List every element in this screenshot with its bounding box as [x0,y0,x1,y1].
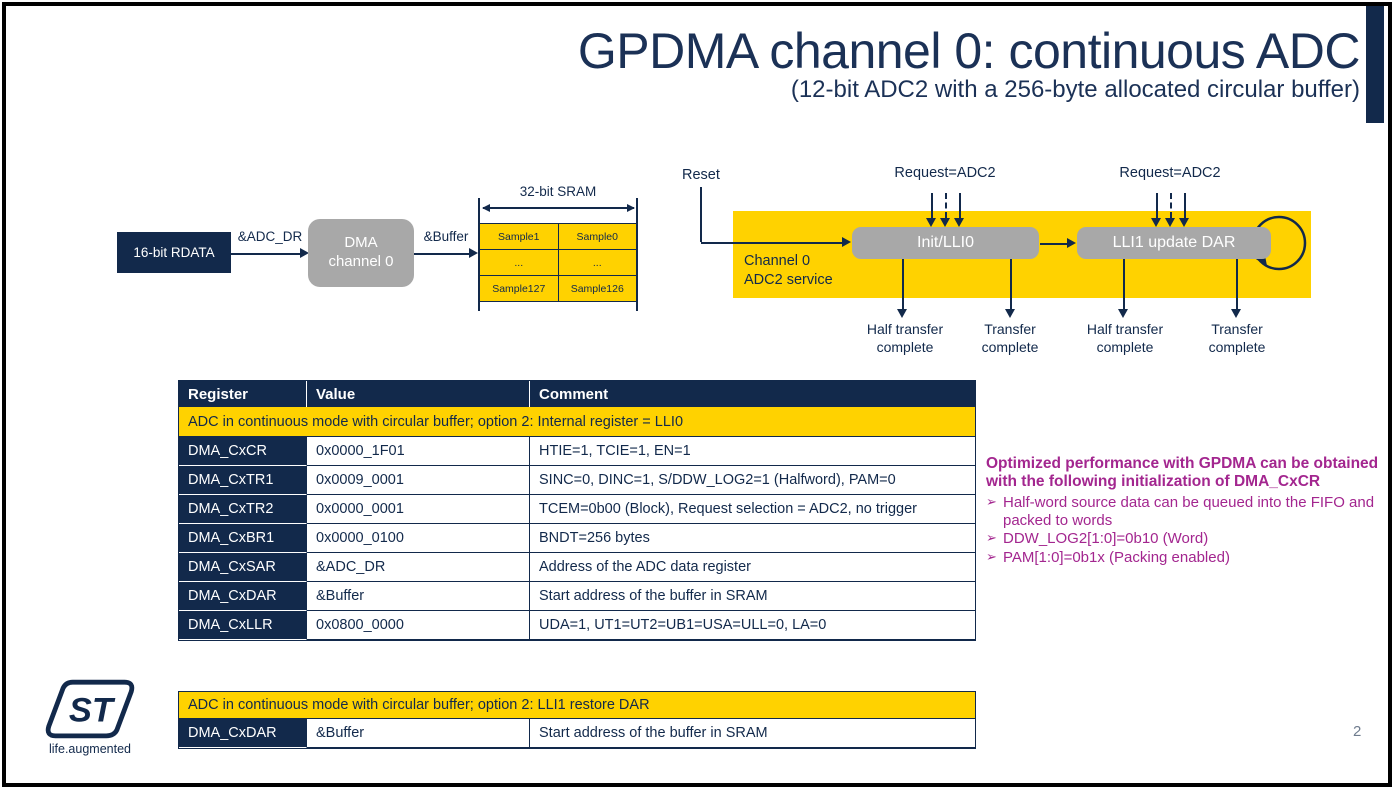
register-value-cell: 0x0000_0100 [307,524,530,553]
register-name-cell: DMA_CxBR1 [179,524,307,553]
note-bullet: Half-word source data can be queued into… [986,494,1384,529]
restore-dar-table: ADC in continuous mode with circular buf… [178,691,976,749]
register-name-cell: DMA_CxDAR [179,582,307,611]
sram-cell: Sample127 [480,276,558,301]
sram-cell: Sample126 [558,276,636,301]
state-lli1-update-dar: LLI1 update DAR [1077,227,1271,259]
sram-width-arrow [482,204,635,212]
buffer-arrow [414,248,478,259]
register-value-cell: &Buffer [307,719,530,748]
register-comment-cell: UDA=1, UT1=UT2=UB1=USA=ULL=0, LA=0 [530,611,975,640]
slide-title: GPDMA channel 0: continuous ADC [577,23,1361,79]
register-name-cell: DMA_CxDAR [179,719,307,748]
register-name-cell: DMA_CxCR [179,437,307,466]
output-arrow [1118,259,1129,318]
sram-right-rail [636,198,638,311]
register-value-cell: &Buffer [307,582,530,611]
rdata-source-box: 16-bit RDATA [117,232,231,273]
output-label: Transfer complete [981,321,1039,355]
slide-subtitle: (12-bit ADC2 with a 256-byte allocated c… [790,76,1360,103]
output-label: Transfer complete [1208,321,1266,355]
register-table-header: Comment [530,381,975,407]
register-value-cell: 0x0000_0001 [307,495,530,524]
request-adc2-label-2: Request=ADC2 [1119,165,1221,181]
note-bullet-list: Half-word source data can be queued into… [986,494,1384,566]
restore-table-banner: ADC in continuous mode with circular buf… [179,692,975,719]
register-table-header: Value [307,381,530,407]
register-value-cell: 0x0800_0000 [307,611,530,640]
dma-channel-box: DMA channel 0 [308,219,414,287]
sram-title: 32-bit SRAM [519,184,597,199]
register-value-cell: &ADC_DR [307,553,530,582]
adc-dr-arrow [231,248,309,259]
svg-text:ST: ST [69,691,116,729]
reset-arrow-vertical [700,187,702,242]
output-arrow [1231,259,1242,318]
request-arrow [926,193,937,227]
request-arrow [954,193,965,227]
sram-cell: Sample0 [558,224,636,249]
register-table: Register Value Comment ADC in continuous… [178,380,976,641]
output-arrow [897,259,908,318]
sram-cell: Sample1 [480,224,558,249]
register-name-cell: DMA_CxTR1 [179,466,307,495]
request-arrow-dashed [1165,193,1176,227]
note-bullet: DDW_LOG2[1:0]=0b10 (Word) [986,530,1384,548]
optimization-note: Optimized performance with GPDMA can be … [986,455,1384,566]
register-comment-cell: SINC=0, DINC=1, S/DDW_LOG2=1 (Halfword),… [530,466,975,495]
register-comment-cell: Start address of the buffer in SRAM [530,582,975,611]
buffer-arrow-label: &Buffer [423,229,469,244]
request-arrow [1179,193,1190,227]
register-comment-cell: Address of the ADC data register [530,553,975,582]
sram-cell: ... [558,250,636,275]
sram-buffer-table: Sample1 Sample0 ... ... Sample127 Sample… [479,223,637,302]
reset-label: Reset [682,167,720,183]
register-table-header: Register [179,381,307,407]
corner-accent-bar [1366,6,1384,123]
reset-arrow [701,237,851,248]
sram-cell: ... [480,250,558,275]
note-heading: Optimized performance with GPDMA can be … [986,455,1379,491]
register-comment-cell: Start address of the buffer in SRAM [530,719,975,748]
state-init-lli0: Init/LLI0 [852,227,1039,259]
register-comment-cell: TCEM=0b00 (Block), Request selection = A… [530,495,975,524]
register-name-cell: DMA_CxTR2 [179,495,307,524]
channel-service-label: Channel 0 ADC2 service [744,253,833,288]
state-transition-arrow [1040,238,1076,249]
register-comment-cell: BNDT=256 bytes [530,524,975,553]
output-label: Half transfer complete [1086,321,1164,355]
register-value-cell: 0x0000_1F01 [307,437,530,466]
page-number: 2 [1353,723,1362,740]
request-adc2-label-1: Request=ADC2 [894,165,996,181]
adc-dr-arrow-label: &ADC_DR [237,229,303,244]
output-arrow [1005,259,1016,318]
st-logo-icon: ST [45,679,135,739]
register-name-cell: DMA_CxLLR [179,611,307,640]
output-label: Half transfer complete [866,321,944,355]
logo-tagline: life.augmented [48,742,131,756]
register-name-cell: DMA_CxSAR [179,553,307,582]
register-comment-cell: HTIE=1, TCIE=1, EN=1 [530,437,975,466]
request-arrow [1151,193,1162,227]
register-table-banner: ADC in continuous mode with circular buf… [179,407,975,437]
request-arrow-dashed [940,193,951,227]
note-bullet: PAM[1:0]=0b1x (Packing enabled) [986,549,1384,567]
register-value-cell: 0x0009_0001 [307,466,530,495]
